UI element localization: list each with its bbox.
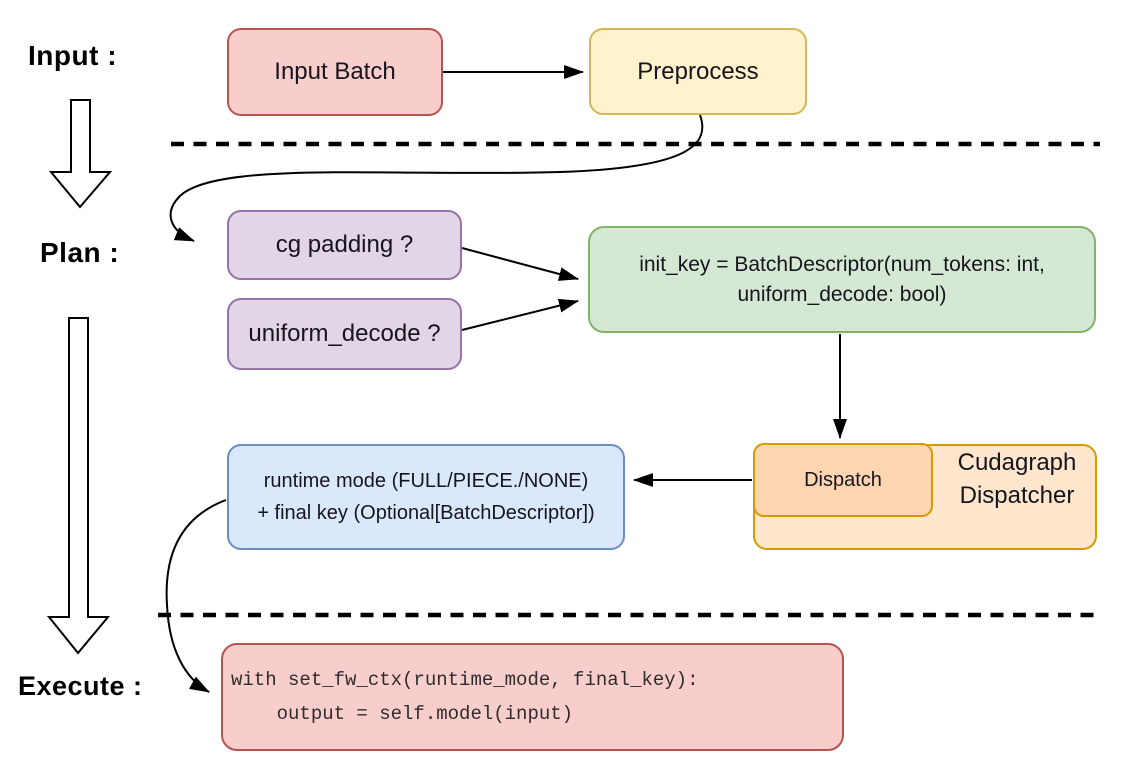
node-init-key: init_key = BatchDescriptor(num_tokens: i… <box>588 226 1096 333</box>
execute-code-line2: output = self.model(input) <box>231 703 574 725</box>
node-cudagraph-dispatcher-line2: Dispatcher <box>959 482 1075 509</box>
node-cg-padding-label: cg padding ? <box>275 231 414 258</box>
node-preprocess: Preprocess <box>589 28 807 115</box>
arrow-runtime-to-execute-code <box>165 499 227 693</box>
node-input-batch-label: Input Batch <box>274 58 396 85</box>
arrow-uniform-decode-to-init-key <box>461 298 579 331</box>
node-dispatch-label: Dispatch <box>804 468 882 491</box>
node-cg-padding: cg padding ? <box>227 210 462 280</box>
node-cudagraph-dispatcher-line1: Cudagraph <box>957 449 1077 476</box>
node-input-batch: Input Batch <box>227 28 443 116</box>
arrow-cg-padding-to-init-key <box>461 247 579 281</box>
node-runtime-line2: + final key (Optional[BatchDescriptor]) <box>257 502 595 524</box>
node-dispatch: Dispatch <box>753 443 933 517</box>
node-runtime-line1: runtime mode (FULL/PIECE./NONE) <box>263 470 589 492</box>
arrow-preprocess-to-cg-padding <box>169 114 704 242</box>
node-init-key-line1: init_key = BatchDescriptor(num_tokens: i… <box>639 252 1045 276</box>
section-label-execute: Execute : <box>18 671 143 701</box>
node-init-key-line2: uniform_decode: bool) <box>737 282 947 306</box>
node-uniform-decode-label: uniform_decode ? <box>248 320 441 347</box>
execute-code-line1: with set_fw_ctx(runtime_mode, final_key)… <box>231 669 699 691</box>
hollow-arrow-input-to-plan <box>48 99 113 209</box>
node-preprocess-label: Preprocess <box>637 57 759 85</box>
node-uniform-decode: uniform_decode ? <box>227 298 462 370</box>
node-runtime-mode-result: runtime mode (FULL/PIECE./NONE) + final … <box>227 444 625 550</box>
hollow-arrow-plan-to-execute <box>46 317 111 655</box>
node-cudagraph-dispatcher-label: Cudagraph Dispatcher <box>935 446 1099 552</box>
node-execute-code: with set_fw_ctx(runtime_mode, final_key)… <box>221 643 844 751</box>
section-label-plan: Plan : <box>40 237 120 268</box>
section-label-input: Input : <box>28 40 118 71</box>
